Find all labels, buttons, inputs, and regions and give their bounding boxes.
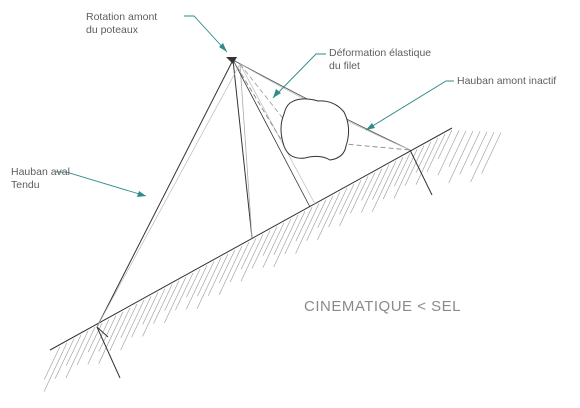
hatch-line (175, 272, 194, 311)
hatch-line (186, 269, 201, 298)
label-rotation-line1: Rotation amont (86, 11, 158, 23)
label-hauban-aval-line2: Tendu (11, 179, 40, 191)
hatch-line (207, 253, 229, 296)
arrow-hauban-aval (137, 191, 146, 197)
hatch-line (76, 327, 96, 366)
hatch-line (186, 265, 208, 310)
arrow-deformation (273, 89, 281, 98)
hatch-line (142, 288, 166, 337)
hatch-line (459, 131, 481, 175)
hatch-line (229, 241, 250, 283)
hatch-line (164, 280, 180, 311)
hatch-line (273, 214, 299, 268)
hatch-line (415, 137, 439, 185)
hatch-line (218, 245, 243, 296)
hatch-line (361, 172, 376, 201)
hatch-line (87, 319, 110, 365)
hatch-line (306, 199, 327, 241)
leader-hauban-amont (365, 80, 454, 131)
hatch-line (328, 187, 348, 228)
downhill-guy-original (96, 63, 241, 328)
arrow-hauban-amont (366, 123, 375, 130)
hatch-line (371, 160, 397, 213)
hatch-line (339, 183, 355, 215)
hatch-line (437, 130, 460, 176)
label-hauban-aval: Hauban aval Tendu (11, 166, 70, 192)
hatch-line (98, 315, 117, 352)
hatch-line (372, 164, 390, 200)
rotation-marker (226, 57, 237, 64)
net-deformation-dashed (232, 59, 411, 151)
hatch-line (197, 261, 215, 297)
hatch-line (295, 203, 320, 254)
downhill-anchor-leg (96, 326, 121, 379)
hatch-line (262, 226, 278, 256)
label-hauban-amont-text: Hauban amont inactif (457, 75, 557, 87)
hatch-line (470, 131, 488, 166)
post-brace (232, 59, 311, 208)
hatch-line (339, 180, 362, 227)
hatch-line (404, 145, 425, 186)
hatch-line (361, 168, 383, 213)
hatch-line (448, 130, 467, 167)
caption-cinematique: CINEMATIQUE < SEL (304, 298, 462, 315)
leader-hauban-aval (56, 171, 147, 197)
hatch-line (437, 129, 453, 160)
hatch-line (54, 338, 75, 379)
label-hauban-aval-line1: Hauban aval (11, 166, 70, 178)
arrow-rotation (219, 43, 227, 52)
downhill-anchor-leg-2 (96, 326, 109, 338)
leader-arrows (137, 43, 375, 197)
hatch-line (240, 234, 264, 282)
hatch-line (317, 195, 334, 228)
post-rotated (232, 59, 253, 239)
hatch-line (218, 249, 236, 283)
hatch-line (65, 330, 89, 379)
label-rotation-line2: du poteaux (86, 24, 138, 36)
hatch-line (65, 334, 82, 367)
hatch-line (43, 342, 68, 392)
uphill-anchor-leg (409, 149, 433, 196)
hatch-line (350, 176, 369, 214)
rock-boulder (280, 98, 350, 161)
hatch-line (284, 211, 306, 255)
leader-deformation (272, 53, 326, 99)
hatch-line (142, 292, 159, 325)
hatch-line (382, 156, 404, 200)
hatch-line (164, 276, 187, 324)
label-hauban-amont: Hauban amont inactif (457, 75, 556, 88)
label-rotation: Rotation amont du poteaux (86, 11, 157, 37)
hatch-line (295, 207, 313, 242)
hatch-line (87, 323, 103, 353)
leader-rotation (184, 15, 228, 53)
hatch-line (470, 131, 495, 183)
hatch-line (426, 133, 446, 172)
hatch-line (240, 238, 257, 270)
label-deformation-line1: Déformation élastique (329, 47, 432, 59)
hatch-line (43, 346, 61, 380)
hatch-line (262, 222, 285, 268)
hatch-line (120, 299, 145, 351)
hatch-line (251, 230, 271, 269)
leader-lines (56, 15, 454, 197)
slope-line (49, 127, 453, 351)
hatch-line (393, 153, 411, 187)
hatch-line (109, 307, 131, 351)
label-deformation: Déformation élastique du filet (329, 47, 431, 73)
label-deformation-line2: du filet (329, 60, 360, 72)
hatch-line (317, 191, 341, 240)
hatch-line (273, 218, 292, 256)
post-original (239, 63, 253, 239)
downhill-guy-cable (96, 59, 234, 328)
hatch-line (131, 296, 152, 338)
hatch-line (481, 132, 502, 174)
hatch-line (98, 311, 124, 364)
hatch-line (196, 257, 222, 309)
post-brace-faint (239, 63, 316, 205)
hatch-line (120, 303, 138, 339)
hatch-line (448, 130, 474, 184)
hatch-line (153, 284, 173, 324)
ground-hatching (43, 129, 502, 392)
